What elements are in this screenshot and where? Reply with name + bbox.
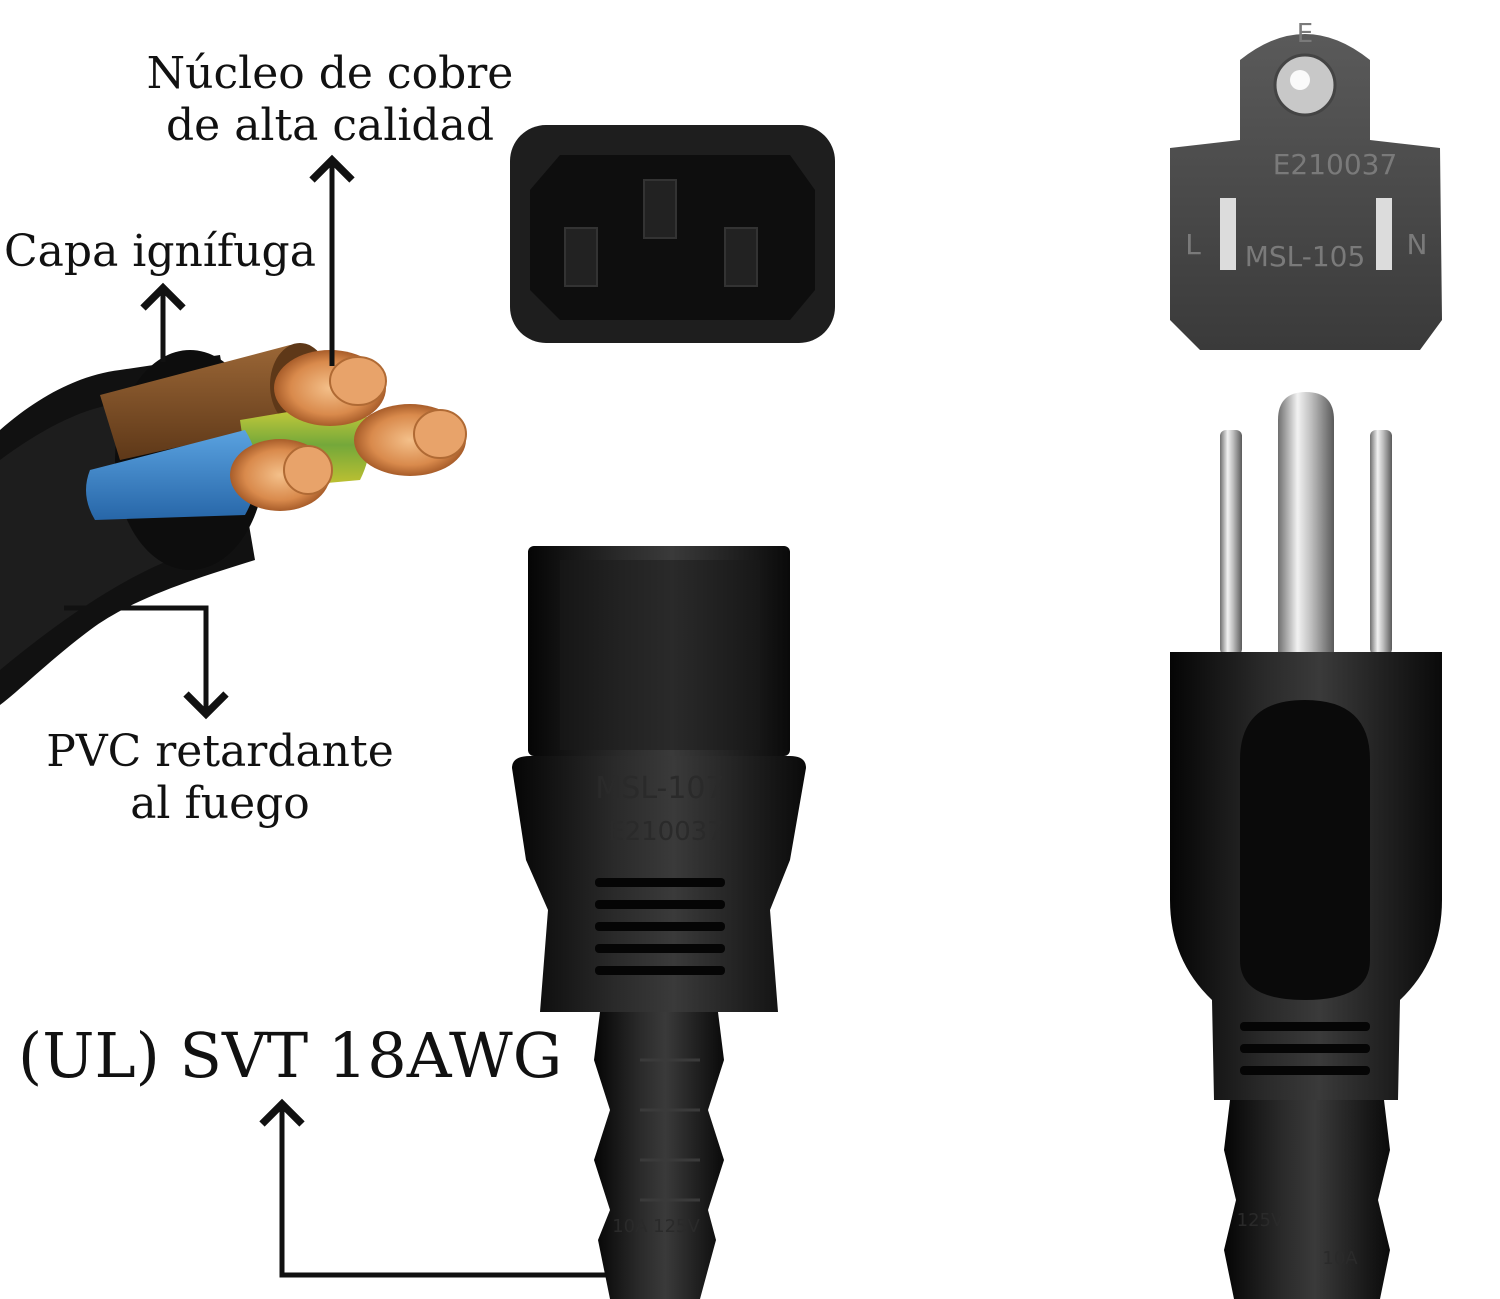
label-copper-core-line1: Núcleo de cobre [146, 48, 514, 99]
label-copper-core-line2: de alta calidad [166, 100, 494, 151]
label-pvc-line2: al fuego [130, 778, 310, 829]
label-pvc: PVC retardante al fuego [30, 726, 410, 830]
plug-rating-a-text: 10A [1322, 1248, 1358, 1269]
c13-rating-text: 10A 125V [612, 1216, 700, 1237]
plug-cert-text: E210037 [1273, 148, 1398, 181]
plug-l-text: L [1185, 228, 1201, 261]
plug-face: E E210037 MSL-105 L N [1170, 19, 1442, 350]
label-cable-spec: (UL) SVT 18AWG [18, 1019, 563, 1092]
c13-model-text: MSL-107 [595, 771, 724, 806]
label-copper-core: Núcleo de cobre de alta calidad [140, 48, 520, 152]
c13-cert-text: E210037 [608, 817, 724, 847]
plug-e-text: E [1297, 19, 1313, 49]
arrow-up-icon [259, 1098, 624, 1278]
c13-connector-side: MSL-107 E210037 10A 125V [512, 546, 806, 1299]
label-pvc-line1: PVC retardante [46, 726, 394, 777]
plug-n-text: N [1407, 228, 1428, 261]
label-flame-layer: Capa ignífuga [4, 226, 316, 277]
plug-rating-v-text: 125V [1237, 1210, 1284, 1231]
arrow-down-icon [64, 605, 229, 720]
plug-side: 125V 10A [1170, 392, 1442, 1299]
plug-model-text: MSL-105 [1245, 240, 1366, 273]
cable-cross-section [0, 343, 467, 705]
c13-connector-face [510, 125, 835, 343]
